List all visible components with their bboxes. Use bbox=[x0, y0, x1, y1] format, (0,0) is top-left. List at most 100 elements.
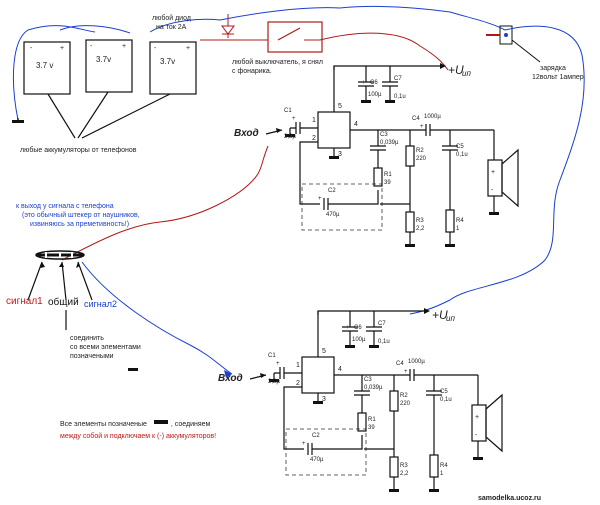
r4-value: 1 bbox=[440, 471, 444, 477]
battery-1 bbox=[23, 41, 71, 95]
pin-4-label: 4 bbox=[338, 366, 342, 373]
signal2-label: сигнал2 bbox=[84, 299, 117, 309]
c7-value: 0,1u bbox=[378, 339, 390, 345]
ground-symbol bbox=[385, 100, 395, 103]
plus: + bbox=[292, 116, 296, 122]
plus: + bbox=[475, 414, 479, 421]
bottom-note-1: Все элементы позначеные, соединяем bbox=[60, 421, 211, 428]
r1-label: R1 bbox=[368, 417, 376, 423]
battery-3-label: 3.7v bbox=[160, 57, 175, 66]
common-label: общий bbox=[48, 296, 79, 308]
amplifier-top: +Uип+C6100µC70,1u54312ВходC12,2µ+C2470µ+… bbox=[234, 63, 519, 247]
c1-value: 2,2µ bbox=[268, 379, 280, 385]
pin-2-label: 2 bbox=[296, 380, 300, 387]
r1-label: R1 bbox=[384, 172, 392, 178]
input-label: Вход bbox=[218, 373, 243, 384]
r4-resistor bbox=[429, 454, 439, 478]
r2-value: 220 bbox=[416, 156, 427, 162]
ground-symbol bbox=[345, 345, 355, 348]
speaker-cone bbox=[501, 148, 519, 208]
r2-resistor bbox=[405, 145, 415, 167]
c5-value: 0,1u bbox=[440, 397, 452, 403]
switch bbox=[267, 21, 323, 53]
c5-label: C5 bbox=[456, 144, 464, 150]
c1-value: 2,2µ bbox=[284, 134, 296, 140]
svg-text:извиняюсь за преметивность!): извиняюсь за преметивность!) bbox=[30, 221, 129, 228]
dashed-box bbox=[301, 183, 383, 231]
c2-value: 470µ bbox=[326, 212, 340, 218]
svg-text:(это обычный штекер от наушник: (это обычный штекер от наушников, bbox=[22, 211, 140, 219]
ground-symbol bbox=[128, 368, 138, 371]
pin-3-label: 3 bbox=[322, 396, 326, 403]
pin-3-label: 3 bbox=[338, 151, 342, 158]
c3-value: 0,039µ bbox=[380, 140, 399, 146]
c3-value: 0,039µ bbox=[364, 385, 383, 391]
pin-4-label: 4 bbox=[354, 121, 358, 128]
svg-text:-: - bbox=[30, 45, 33, 52]
r1-resistor bbox=[373, 167, 383, 187]
r3-label: R3 bbox=[400, 463, 408, 469]
speaker-cone bbox=[485, 393, 503, 453]
plus: + bbox=[318, 196, 322, 202]
c4-label: C4 bbox=[412, 116, 420, 122]
plus: + bbox=[362, 80, 366, 86]
ground-symbol bbox=[473, 457, 483, 460]
c2-value: 470µ bbox=[310, 457, 324, 463]
dashed-box bbox=[285, 428, 367, 476]
ground-symbol bbox=[285, 134, 295, 137]
svg-text:-: - bbox=[154, 45, 157, 52]
c1-label: C1 bbox=[284, 108, 292, 114]
battery-1-label: 3.7 v bbox=[36, 61, 53, 70]
r2-label: R2 bbox=[416, 148, 424, 154]
bottom-note-2: между собой и подключаем к (-) аккумулят… bbox=[60, 432, 216, 440]
pin-5-label: 5 bbox=[322, 348, 326, 355]
r4-value: 1 bbox=[456, 226, 460, 232]
amplifier-bottom: +Uип+C6100µC70,1u54312ВходC12,2µ+C2470µ+… bbox=[218, 308, 503, 492]
ground-symbol bbox=[361, 100, 371, 103]
ground-symbol bbox=[369, 345, 379, 348]
headphone-plug bbox=[27, 250, 93, 330]
c6-value: 100µ bbox=[352, 337, 366, 343]
ground-symbol bbox=[329, 156, 339, 159]
charger-plug bbox=[486, 25, 541, 63]
c4-label: C4 bbox=[396, 361, 404, 367]
svg-text:-: - bbox=[90, 43, 93, 50]
ground-symbol bbox=[489, 212, 499, 215]
r1-value: 39 bbox=[384, 180, 391, 186]
supply-label: +U bbox=[448, 63, 464, 77]
plus: + bbox=[346, 325, 350, 331]
battery-2-label: 3.7v bbox=[96, 55, 111, 64]
r3-label: R3 bbox=[416, 218, 424, 224]
pin-5-label: 5 bbox=[338, 103, 342, 110]
c1-label: C1 bbox=[268, 353, 276, 359]
svg-text:+: + bbox=[186, 45, 190, 52]
ground-symbol bbox=[445, 244, 455, 247]
r2-value: 220 bbox=[400, 401, 411, 407]
signal1-label: сигнал1 bbox=[6, 296, 43, 307]
ground-symbol bbox=[405, 244, 415, 247]
r1-resistor bbox=[357, 412, 367, 432]
c4-value: 1000µ bbox=[408, 359, 425, 365]
c2-label: C2 bbox=[328, 188, 336, 194]
ground-symbol bbox=[154, 420, 168, 424]
c5-label: C5 bbox=[440, 389, 448, 395]
r3-value: 2,2 bbox=[416, 226, 425, 232]
r2-label: R2 bbox=[400, 393, 408, 399]
pin-1-label: 1 bbox=[296, 362, 300, 369]
plus: + bbox=[276, 361, 280, 367]
c6-value: 100µ bbox=[368, 92, 382, 98]
battery-3 bbox=[149, 41, 197, 95]
c4-value: 1000µ bbox=[424, 114, 441, 120]
svg-text:+: + bbox=[60, 45, 64, 52]
supply-label: +U bbox=[432, 308, 448, 322]
c6-label: C6 bbox=[370, 80, 378, 86]
c2-label: C2 bbox=[312, 433, 320, 439]
supply-sub-label: ип bbox=[462, 69, 471, 78]
r2-resistor bbox=[389, 390, 399, 412]
c7-label: C7 bbox=[394, 76, 402, 82]
ground-symbol bbox=[429, 489, 439, 492]
plus: + bbox=[404, 369, 408, 375]
